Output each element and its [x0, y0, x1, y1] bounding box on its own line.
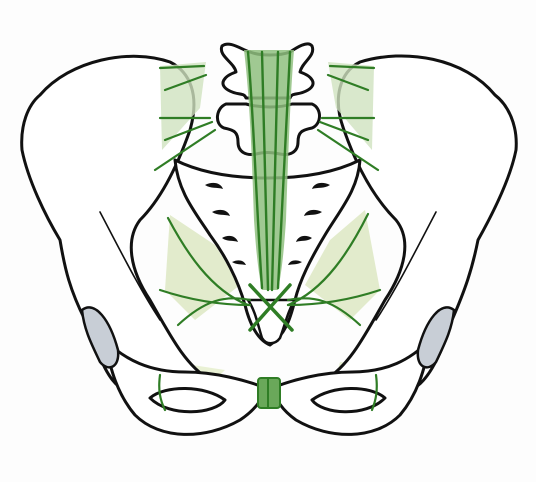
pubic-symphysis: [258, 378, 280, 408]
